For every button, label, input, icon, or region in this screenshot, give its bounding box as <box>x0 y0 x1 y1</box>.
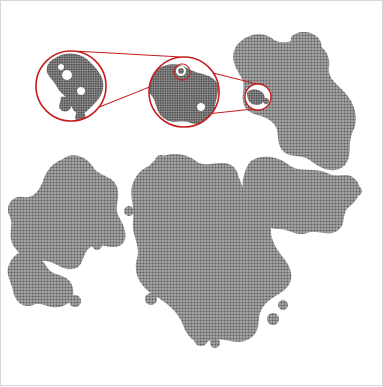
zoom-circle-small <box>245 84 271 110</box>
zoom-circle-large <box>36 51 106 121</box>
zoom-circle-medium <box>147 57 220 127</box>
